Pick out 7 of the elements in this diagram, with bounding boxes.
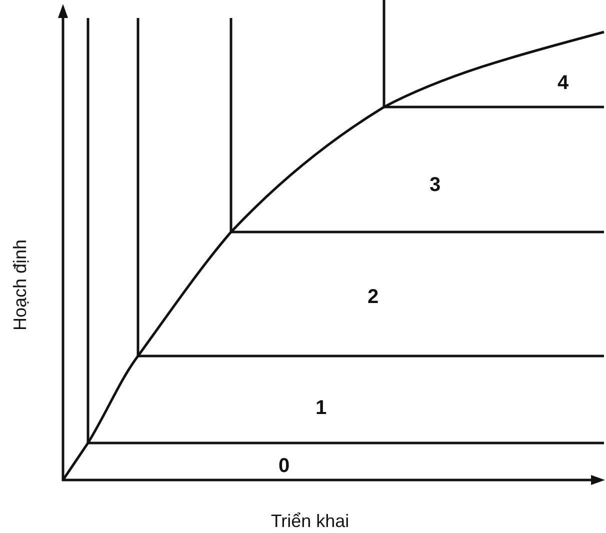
region-number: 0 xyxy=(278,456,290,476)
axis-title: Hoạch định xyxy=(11,239,29,331)
region-number: 4 xyxy=(557,73,569,93)
region-number: 1 xyxy=(315,398,327,418)
region-number: 3 xyxy=(429,175,441,195)
region-number: 2 xyxy=(367,287,379,307)
axis-title: Triển khai xyxy=(270,512,350,530)
